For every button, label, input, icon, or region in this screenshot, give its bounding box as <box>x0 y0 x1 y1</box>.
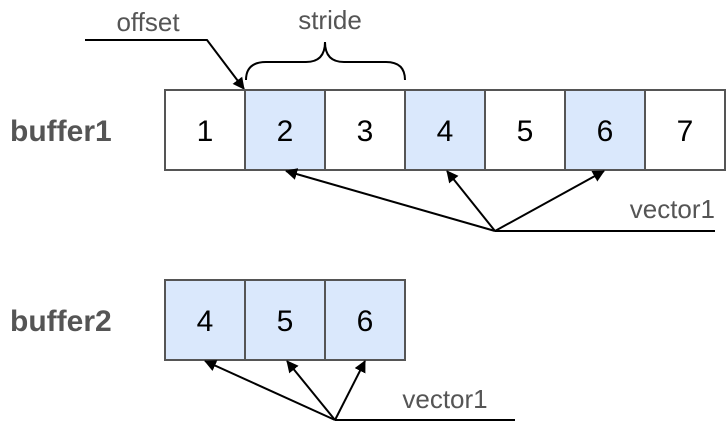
buffer1-cell-box <box>644 89 726 171</box>
buffer1-cell-value: 5 <box>517 115 534 148</box>
buffer1-cell: 6 <box>564 89 646 171</box>
buffer2-cell: 5 <box>244 279 326 361</box>
buffer1-cell-value: 4 <box>437 115 454 148</box>
buffer1-cell: 1 <box>164 89 246 171</box>
buffer2-cell-value: 4 <box>197 305 214 338</box>
buffer2-cell: 6 <box>324 279 406 361</box>
buffer1-cell: 7 <box>644 89 726 171</box>
buffer2-cell-box <box>244 279 326 361</box>
buffer1-cells: 1 2 3 4 5 6 7 <box>164 89 726 171</box>
buffer2-cells: 4 5 6 <box>164 279 406 361</box>
buffer2-label: buffer2 <box>10 305 112 338</box>
buffer2-cell: 4 <box>164 279 246 361</box>
buffer1-cell-box <box>164 89 246 171</box>
buffer1-cell-value: 2 <box>277 115 294 148</box>
arrow-to-buffer2-cell-2 <box>286 360 336 421</box>
stride-label: stride <box>298 5 362 35</box>
arrow-to-buffer1-cell-4 <box>446 170 496 232</box>
buffer1-cell: 5 <box>484 89 566 171</box>
arrow-to-buffer1-cell-6 <box>494 170 605 232</box>
buffer1-cell: 2 <box>244 89 326 171</box>
offset-label: offset <box>116 7 180 37</box>
buffer1-label: buffer1 <box>10 115 112 148</box>
buffer1-cell-box <box>244 89 326 171</box>
buffer1-cell-value: 1 <box>197 115 214 148</box>
buffer1-cell-box <box>564 89 646 171</box>
buffer2-cell-value: 5 <box>277 305 294 338</box>
buffer2-cell-box <box>324 279 406 361</box>
arrow-to-buffer1-cell-2 <box>285 168 496 232</box>
arrow-to-buffer2-cell-1 <box>204 360 336 421</box>
buffer1-cell-value: 6 <box>597 115 614 148</box>
buffer1-cell-box <box>484 89 566 171</box>
buffer1-cell: 3 <box>324 89 406 171</box>
offset-pointer-line <box>85 39 245 90</box>
buffer1-cell-box <box>324 89 406 171</box>
vector1-label-buffer2: vector1 <box>402 384 487 414</box>
stride-brace <box>245 41 406 81</box>
buffer2-cell-value: 6 <box>357 305 374 338</box>
buffer1-cell: 4 <box>404 89 486 171</box>
buffer1-cell-value: 7 <box>677 115 694 148</box>
vector1-label-buffer1: vector1 <box>630 194 715 224</box>
arrow-to-buffer2-cell-3 <box>334 360 366 421</box>
buffer1-cell-value: 3 <box>357 115 374 148</box>
